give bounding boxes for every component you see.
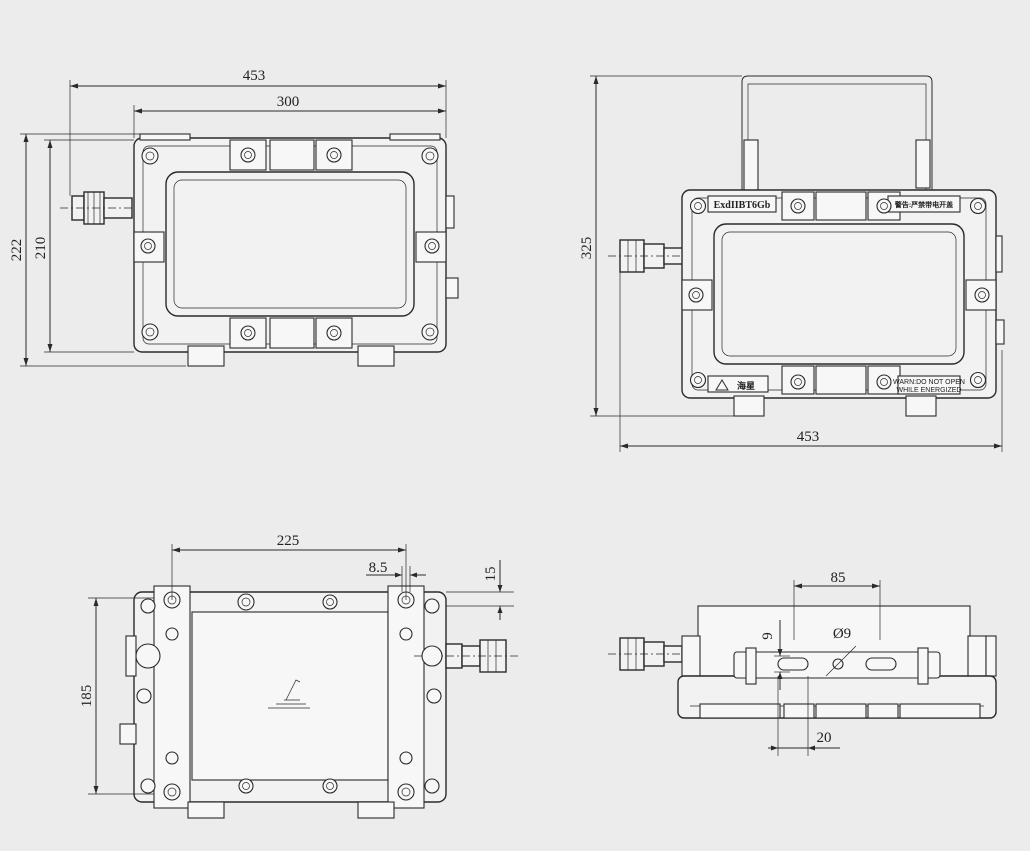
dim-225: 225 — [277, 533, 300, 549]
warning-en-line1: WARN:DO NOT OPEN — [893, 379, 965, 386]
dim-85: 85 — [831, 570, 846, 586]
dim-dia-9: Ø9 — [833, 626, 851, 642]
dim-8-5: 8.5 — [369, 560, 388, 576]
side-dimensions: 325 453 — [579, 75, 1003, 452]
cable-gland-back — [119, 635, 518, 745]
ex-marking-label: ExdIIBT6Gb — [714, 200, 771, 211]
dim-15: 15 — [483, 567, 499, 582]
cable-gland-side — [608, 239, 694, 273]
back-bolts — [135, 591, 443, 801]
back-mount-plate — [191, 611, 389, 781]
dim-300: 300 — [277, 94, 300, 110]
mounting-bracket — [741, 75, 933, 197]
dim-222: 222 — [9, 239, 25, 262]
front-window — [165, 171, 415, 317]
side-window — [713, 223, 965, 365]
dim-20: 20 — [817, 730, 832, 746]
front-view: 453 300 222 210 — [9, 68, 459, 367]
brand-label: 海星 — [737, 380, 755, 391]
dim-453-side: 453 — [797, 429, 820, 445]
back-dimensions: 225 8.5 15 185 — [79, 533, 514, 795]
front-bolts — [140, 147, 440, 341]
side-view: ExdIIBT6Gb 警告:严禁带电开盖 海星 WARN:DO NOT OPEN… — [579, 75, 1005, 452]
dim-9: 9 — [760, 632, 776, 640]
bottom-dimensions: 85 Ø9 9 20 — [760, 570, 881, 756]
slot-hole-left — [777, 657, 809, 671]
warning-en-line2: WHILE ENERGIZED — [897, 387, 962, 394]
mounting-rail — [733, 645, 941, 685]
brand-logo-icon — [715, 379, 729, 391]
bottom-view: 85 Ø9 9 20 — [608, 570, 997, 756]
dim-210: 210 — [33, 237, 49, 260]
dim-453-top: 453 — [243, 68, 266, 84]
cable-gland-bottom — [608, 637, 694, 671]
dim-325: 325 — [579, 237, 595, 260]
back-view: 225 8.5 15 185 — [79, 533, 518, 819]
front-dimensions: 453 300 222 210 — [9, 68, 447, 367]
warning-cn-label: 警告:严禁带电开盖 — [895, 200, 953, 209]
dim-185: 185 — [79, 685, 95, 708]
cable-gland-left — [60, 191, 140, 225]
nameplate-labels: ExdIIBT6Gb 警告:严禁带电开盖 海星 WARN:DO NOT OPEN… — [714, 200, 965, 394]
side-bolts — [688, 197, 990, 390]
ground-symbol-icon — [268, 679, 310, 709]
slot-hole-right — [865, 657, 897, 671]
